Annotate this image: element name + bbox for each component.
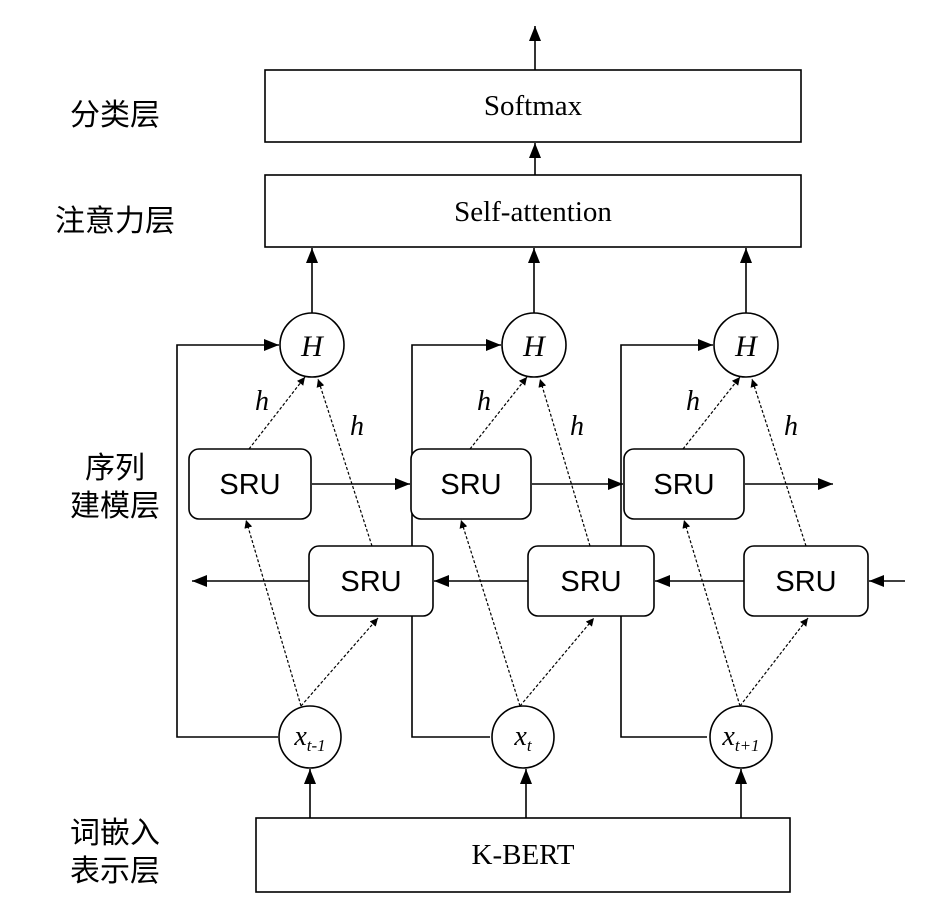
forward-h-3-label: h [686,386,700,417]
input-node-3-base: x [721,721,735,752]
x3-to-backward-sru3 [739,617,809,707]
input-node-1 [278,705,342,769]
backward-sru-2 [527,545,655,617]
input-node-2-base: x [513,721,527,752]
hidden-node-3-label: H [734,330,759,363]
sequence-layer-label-line1: 序列 [85,451,145,486]
backward-sru1-to-h1 [316,378,373,547]
hidden-node-2 [501,312,567,378]
input-node-2-sub: t [527,736,533,755]
input-node-1-sub: t-1 [307,736,326,755]
backward-sru-1-label: SRU [340,566,401,598]
attention-layer-label: 注意力层 [55,204,175,239]
skip-x2-to-h2 [411,339,501,738]
backward-h-2-label: h [570,411,584,442]
embedding-layer-label-line2: 表示层 [70,854,160,889]
sequence-layer-label: 序列 建模层 [40,450,190,526]
skip-x3-to-h3 [620,339,713,738]
forward-sru3-to-h3 [682,376,741,450]
hidden-node-1 [279,312,345,378]
forward-h-1-label: h [255,386,269,417]
backward-sru2-to-h2 [538,378,591,547]
softmax-box [264,69,802,143]
x3-to-forward-sru3 [682,519,741,707]
input-node-2-label: xt [513,721,532,755]
backward-sru-3-label: SRU [775,566,836,598]
input-node-3-sub: t+1 [735,736,760,755]
input-node-1-base: x [293,721,307,752]
embedding-layer-label: 词嵌入 表示层 [40,815,190,891]
sequence-layer-label-line2: 建模层 [70,489,160,524]
input-node-2 [491,705,555,769]
backward-h-1-label: h [350,411,364,442]
forward-sru-2 [410,448,532,520]
input-node-1-label: xt-1 [293,721,325,755]
forward-sru-3-label: SRU [653,469,714,501]
forward-sru-2-label: SRU [440,469,501,501]
x2-to-backward-sru2 [519,617,595,707]
backward-h-3-label: h [784,411,798,442]
forward-sru-3 [623,448,745,520]
x1-to-backward-sru1 [300,617,379,707]
backward-sru-2-label: SRU [560,566,621,598]
softmax-label: Softmax [484,90,583,122]
self-attention-label: Self-attention [454,196,612,228]
embedding-layer-label-line1: 词嵌入 [70,816,160,851]
x2-to-forward-sru2 [459,519,521,707]
backward-sru3-to-h3 [750,378,807,547]
forward-h-2-label: h [477,386,491,417]
skip-x1-to-h1 [176,339,279,738]
hidden-node-3 [713,312,779,378]
kbert-label: K-BERT [472,839,575,871]
forward-sru-1-label: SRU [219,469,280,501]
forward-sru1-to-h1 [248,376,306,450]
forward-sru-1 [188,448,312,520]
backward-sru-3 [743,545,869,617]
input-node-3-label: xt+1 [721,721,759,755]
hidden-node-2-label: H [522,330,547,363]
forward-sru2-to-h2 [469,376,528,450]
classification-layer-label: 分类层 [70,98,160,133]
self-attention-box [264,174,802,248]
kbert-box [255,817,791,893]
x1-to-forward-sru1 [244,519,302,707]
backward-sru-1 [308,545,434,617]
input-node-3 [709,705,773,769]
hidden-node-1-label: H [300,330,325,363]
